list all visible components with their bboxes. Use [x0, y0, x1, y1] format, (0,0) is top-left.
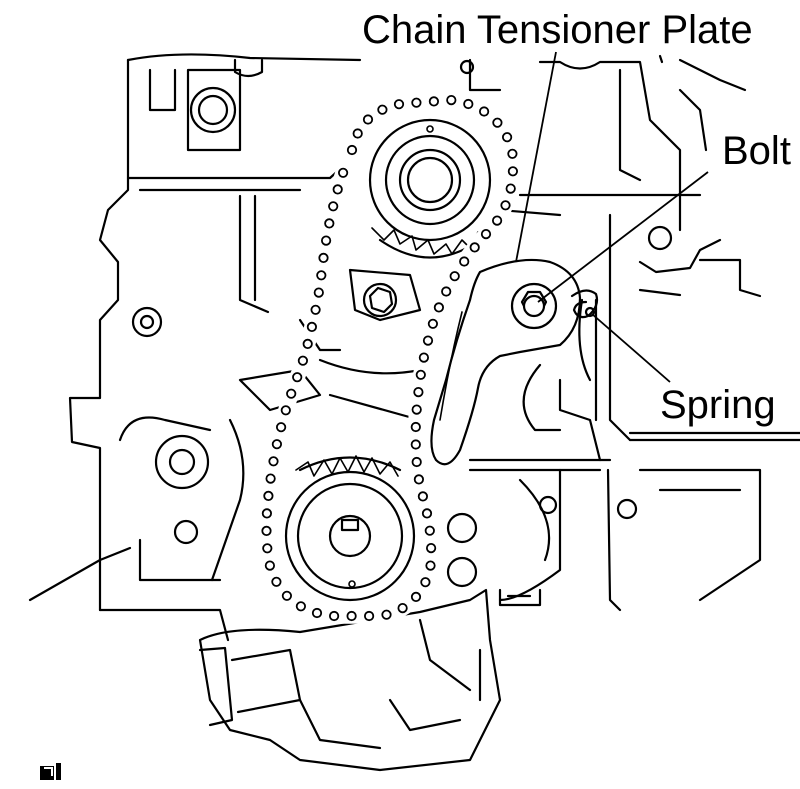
crankshaft-sprocket	[284, 455, 416, 602]
chain-tensioner-plate	[430, 258, 582, 466]
engine-block	[28, 53, 800, 642]
chain-link-pin	[362, 114, 374, 125]
tensioner-spring	[570, 289, 599, 319]
chain-link-pin	[328, 610, 340, 622]
chain-link-pin	[271, 439, 282, 450]
chain-link-pin	[463, 98, 474, 110]
chain-link-pin	[507, 166, 519, 177]
chain-link-pin	[281, 590, 292, 601]
chain-link-pin	[449, 271, 460, 282]
chain-link-pin	[500, 200, 511, 211]
label-chain-tensioner-plate: Chain Tensioner Plate	[362, 8, 753, 52]
chain-link-pin	[425, 560, 436, 571]
chain-link-pin	[310, 304, 321, 315]
chain-link-pin	[415, 369, 426, 380]
chain-link-pin	[413, 474, 424, 485]
chain-link-pin	[397, 602, 408, 614]
chain-link-pin	[328, 201, 339, 212]
timing-chain	[258, 92, 521, 624]
chain-link-pin	[337, 167, 349, 178]
chain-link-pin	[478, 106, 490, 117]
chain-link-pin	[332, 184, 343, 195]
chain-link-pin	[320, 235, 332, 246]
chain-link-pin	[352, 128, 363, 139]
chain-link-pin	[446, 95, 457, 106]
chain-link-pin	[318, 252, 329, 263]
chain-link-pin	[425, 542, 437, 554]
chain-link-pin	[271, 576, 282, 587]
chain-link-pin	[286, 388, 297, 399]
chain-link-pin	[422, 335, 434, 346]
chain-link-pin	[268, 456, 279, 467]
label-bolt: Bolt	[722, 129, 791, 173]
chain-link-pin	[316, 270, 327, 281]
chain-link-pin	[410, 421, 421, 433]
chain-link-pin	[420, 577, 431, 588]
chain-link-pin	[263, 490, 274, 501]
chain-link-pin	[410, 591, 422, 603]
chain-link-pin	[292, 372, 303, 383]
chain-link-pin	[413, 386, 424, 398]
chain-link-pin	[480, 229, 492, 240]
chain-link-pin	[505, 183, 516, 194]
chain-link-pin	[324, 218, 335, 229]
chain-link-pin	[306, 321, 317, 332]
chain-link-pin	[261, 508, 272, 519]
chain-link-pin	[275, 422, 287, 433]
chain-link-pin	[417, 491, 428, 502]
chain-link-pin	[427, 318, 438, 329]
chain-link-pin	[261, 525, 272, 537]
chain-link-pin	[469, 242, 480, 253]
chain-link-pin	[265, 473, 276, 484]
chain-link-pin	[393, 99, 405, 110]
leader-tensioner-plate	[515, 51, 557, 263]
chain-link-pin	[280, 405, 291, 416]
chain-link-pin	[411, 404, 422, 415]
leader-spring	[591, 313, 671, 383]
chain-link-pin	[346, 144, 358, 156]
label-spring: Spring	[660, 383, 776, 427]
chain-link-pin	[421, 508, 433, 519]
chain-link-pin	[433, 302, 444, 313]
chain-link-pin	[410, 439, 421, 450]
chain-link-pin	[313, 287, 324, 298]
chain-link-pin	[346, 610, 357, 622]
chain-link-pin	[492, 117, 503, 128]
hex-bolt-head	[348, 268, 422, 322]
figure-code-icon	[40, 763, 61, 780]
chain-link-pin	[501, 132, 513, 143]
camshaft-sprocket	[368, 118, 492, 259]
chain-link-pin	[491, 215, 503, 226]
chain-link-pin	[381, 609, 392, 620]
chain-link-pin	[411, 97, 422, 108]
chain-link-pin	[295, 601, 306, 612]
chain-link-pin	[311, 607, 323, 619]
chain-link-pin	[428, 96, 439, 107]
leader-bolt	[537, 171, 709, 303]
oil-pump-housing	[198, 512, 542, 772]
chain-link-pin	[507, 148, 518, 159]
chain-link-pin	[297, 355, 308, 366]
chain-link-pin	[377, 104, 388, 115]
chain-link-pin	[264, 560, 275, 571]
chain-link-pin	[411, 456, 422, 468]
leader-lines	[515, 51, 709, 383]
chain-link-pin	[441, 286, 452, 297]
chain-link-pin	[418, 352, 429, 363]
chain-link-pin	[459, 256, 470, 267]
chain-link-pin	[262, 543, 273, 554]
chain-link-pin	[363, 610, 375, 622]
chain-link-pin	[424, 525, 435, 536]
chain-link-pin	[302, 338, 313, 349]
